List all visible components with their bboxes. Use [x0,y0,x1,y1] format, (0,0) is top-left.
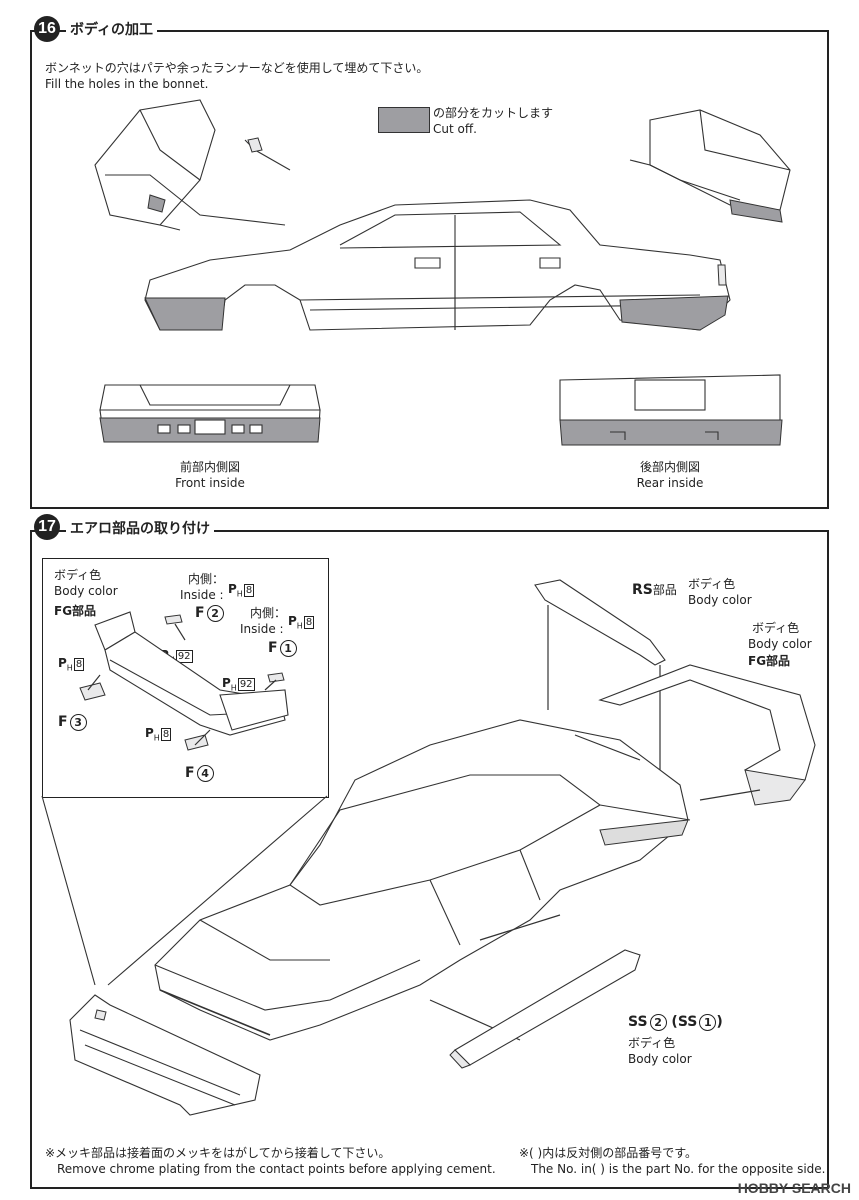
ph-label: P [222,676,231,690]
ph-label: P [58,656,67,670]
rs-color-jp: ボディ色 [688,577,736,591]
rear-inside-drawing [559,374,783,446]
rear-inside-en: Rear inside [636,476,704,490]
ss-number: 2 [649,1014,667,1031]
rs-part-label: RS部品 [632,583,677,598]
inset-inside1-en: Inside : [180,588,224,602]
rear-inside-jp: 後部内側図 [639,460,700,474]
ph-sub: H [230,683,237,693]
f3-number: 3 [69,714,87,731]
car-body-drawing [154,719,691,1041]
ph-sub: H [236,589,243,599]
front-inside-en: Front inside [175,476,245,490]
rear-trunk-drawing [629,109,791,223]
f3-letter: F [58,714,68,730]
footer-left-jp: ※メッキ部品は接着面のメッキをはがしてから接着して下さい。 [45,1146,391,1160]
f1-letter: F [268,640,278,656]
step16-note-en: Fill the holes in the bonnet. [45,77,209,91]
f4-number: 4 [196,765,214,782]
inset-fg-part: FG部品 [54,604,97,618]
ph-label: P [288,614,297,628]
ss-alt-code: (SS [671,1014,698,1030]
cut-legend-jp: の部分をカットします [433,106,554,120]
ph-sub: H [66,663,73,673]
f2-number: 2 [206,605,224,622]
front-bumper-drawing [69,994,261,1116]
ph-num: 8 [73,658,85,671]
front-inside-jp: 前部内側図 [179,460,240,474]
footer-left-en: Remove chrome plating from the contact p… [57,1162,496,1176]
inset-inside2-jp: 内側： [250,606,287,620]
ss-color-en: Body color [628,1052,692,1066]
inset-inside1-jp: 内側： [188,572,225,586]
step16-title: ボディの加工 [66,19,158,39]
front-bonnet-drawing [94,99,291,231]
watermark: HOBBY SEARCH [737,1180,851,1196]
inset-body-color-jp: ボディ色 [54,568,102,582]
ph-label: P [145,726,154,740]
ss-color-jp: ボディ色 [628,1036,676,1050]
ph-sub: H [153,733,160,743]
rs-part-word: 部品 [652,583,677,597]
step16-number: 16 [34,16,60,42]
inset-leader-line [41,795,328,986]
rs-code: RS [632,582,653,598]
ss-close: ) [716,1014,723,1030]
ph-num: 8 [160,728,172,741]
ph-num: 8 [243,584,255,597]
rear-bumper-drawing [598,664,816,806]
ph-label: P [228,582,237,596]
footer-right-en: The No. in( ) is the part No. for the op… [531,1162,826,1176]
ph-num: 92 [237,678,255,691]
footer-right-jp: ※( )内は反対側の部品番号です。 [519,1146,698,1160]
ph-num: 92 [175,650,193,663]
inset-body-color-en: Body color [54,584,118,598]
ph-num: 8 [303,616,315,629]
ss-code: SS [628,1014,648,1030]
f2-letter: F [195,605,205,621]
cut-legend-swatch [378,107,430,133]
f1-number: 1 [279,640,297,657]
fg-part-label: FG部品 [748,654,791,668]
fg-color-jp: ボディ色 [752,621,800,635]
inset-inside2-en: Inside : [240,622,284,636]
inset-front-spoiler-drawing [79,611,289,751]
step17-title: エアロ部品の取り付け [66,518,214,538]
front-inside-drawing [99,384,321,443]
fg-color-en: Body color [748,637,812,651]
body-side-drawing [144,199,731,331]
step17-number: 17 [34,514,60,540]
ph-sub: H [296,621,303,631]
cut-legend-en: Cut off. [433,122,477,136]
side-skirt-drawing [449,949,641,1069]
rs-color-en: Body color [688,593,752,607]
f4-letter: F [185,765,195,781]
step16-note-jp: ボンネットの穴はパテや余ったランナーなどを使用して埋めて下さい。 [45,61,429,75]
ss-alt-number: 1 [699,1014,717,1031]
